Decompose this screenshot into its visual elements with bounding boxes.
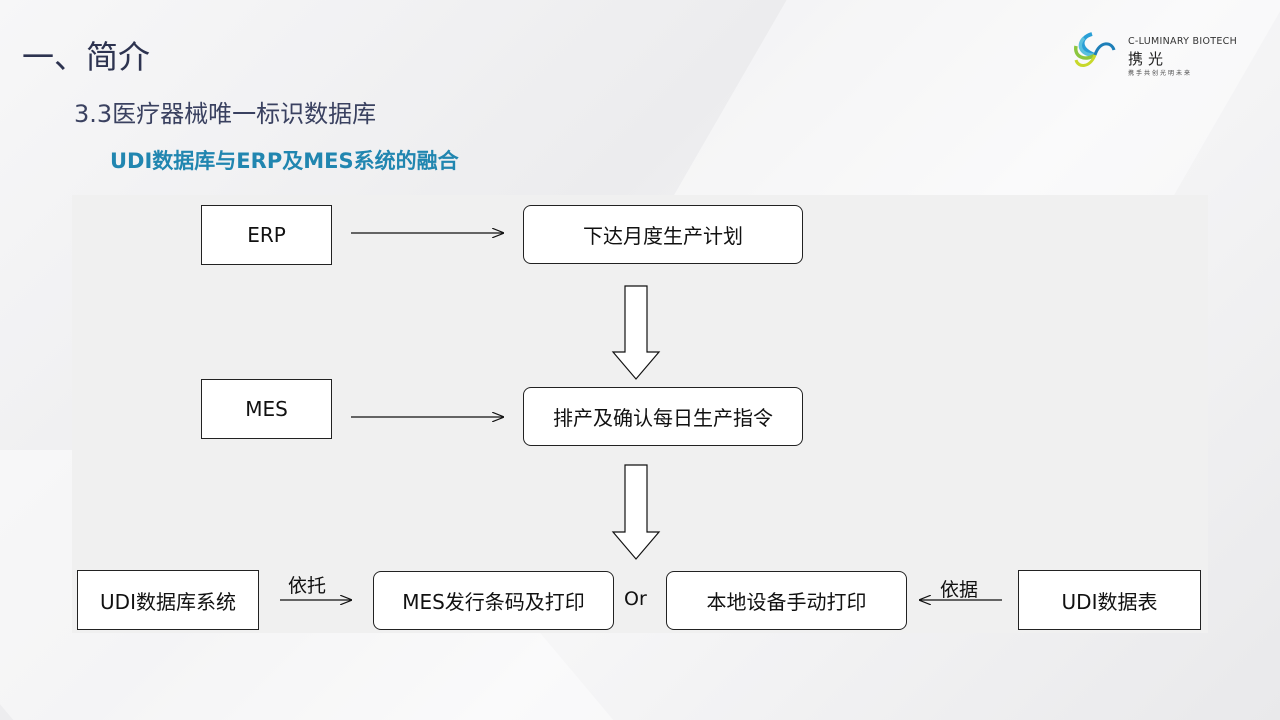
block-arrow-down-1 xyxy=(611,285,661,380)
label-or: Or xyxy=(624,588,647,610)
company-logo: C-LUMINARY BIOTECH 携光 携手共创光明未来 xyxy=(1070,30,1240,80)
node-monthly-plan: 下达月度生产计划 xyxy=(523,205,803,264)
node-mes: MES xyxy=(201,379,332,439)
logo-tagline: 携手共创光明未来 xyxy=(1128,70,1193,77)
node-udi-table: UDI数据表 xyxy=(1018,570,1201,630)
node-mes-print: MES发行条码及打印 xyxy=(373,571,614,630)
node-erp: ERP xyxy=(201,205,332,265)
label-based-on: 依据 xyxy=(940,579,979,601)
logo-brand-en: C-LUMINARY BIOTECH xyxy=(1128,36,1238,47)
swirl-logo-icon xyxy=(1074,32,1116,67)
node-daily-order: 排产及确认每日生产指令 xyxy=(523,387,803,446)
label-rely-on: 依托 xyxy=(288,575,327,597)
slide-subtitle: 3.3医疗器械唯一标识数据库 xyxy=(74,100,377,128)
slide-title: 一、简介 xyxy=(22,38,151,76)
logo-brand-cn: 携光 xyxy=(1128,50,1169,68)
node-local-print: 本地设备手动打印 xyxy=(666,571,907,630)
block-arrow-down-2 xyxy=(611,464,661,560)
section-heading: UDI数据库与ERP及MES系统的融合 xyxy=(110,149,459,173)
node-udi-system: UDI数据库系统 xyxy=(77,570,259,630)
